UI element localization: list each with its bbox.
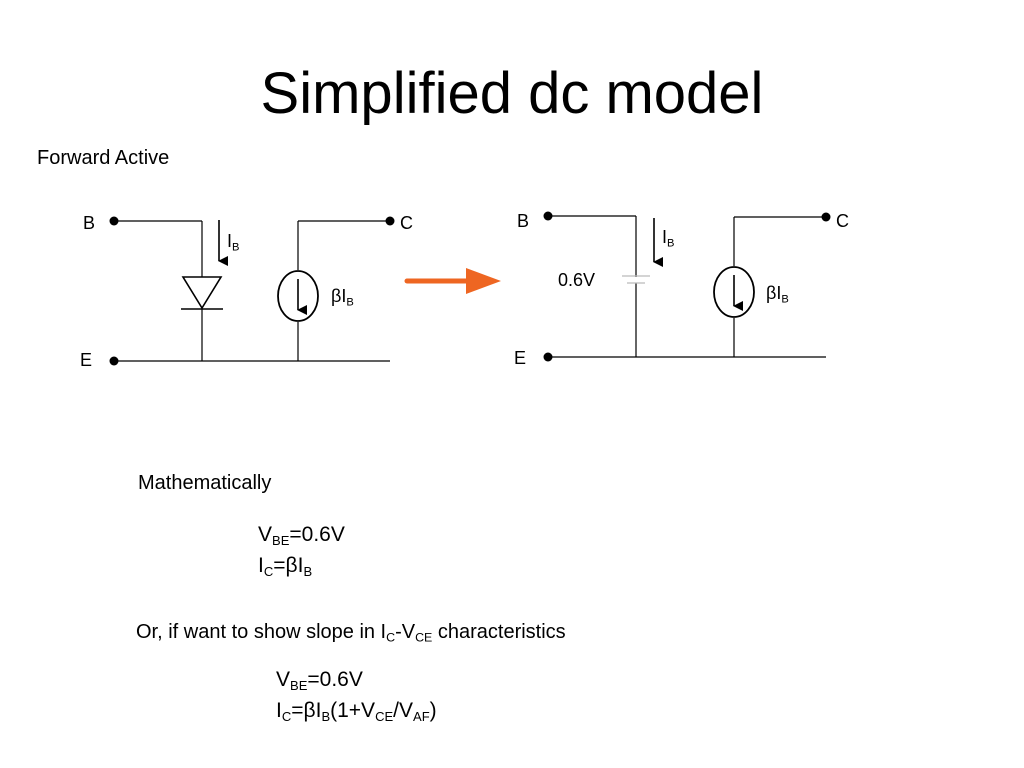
equation-vbe-1: VBE=0.6V — [258, 523, 345, 548]
left-wires — [114, 220, 390, 362]
left-node-e-label: E — [80, 350, 93, 370]
left-circuit — [109, 216, 395, 366]
right-ib-label: IB — [662, 227, 675, 250]
voltage-label: 0.6V — [558, 270, 596, 290]
left-ib-label: IB — [227, 231, 240, 254]
transform-arrow-icon — [404, 268, 501, 294]
diode-icon — [181, 276, 223, 310]
left-source-label: βIB — [331, 286, 354, 309]
right-wires — [548, 215, 826, 358]
equation-vbe-2: VBE=0.6V — [276, 668, 363, 693]
right-node-b-label: B — [517, 211, 530, 231]
right-source-label: βIB — [766, 283, 789, 306]
mathematically-heading: Mathematically — [138, 472, 272, 494]
right-node-c-label: C — [836, 211, 849, 231]
right-current-source-icon — [713, 266, 755, 318]
right-circuit — [543, 211, 831, 362]
forward-active-label: Forward Active — [37, 147, 170, 169]
battery-icon — [622, 275, 650, 284]
equation-ic-1: IC=βIB — [258, 554, 313, 579]
left-node-b-label: B — [83, 213, 96, 233]
equation-ic-2: IC=βIB(1+VCE/VAF) — [276, 699, 437, 724]
slope-line: Or, if want to show slope in IC-VCE char… — [136, 621, 566, 645]
left-node-c-label: C — [400, 213, 413, 233]
right-node-e-label: E — [514, 348, 527, 368]
left-current-source-icon — [277, 270, 319, 322]
page-title: Simplified dc model — [260, 61, 764, 126]
